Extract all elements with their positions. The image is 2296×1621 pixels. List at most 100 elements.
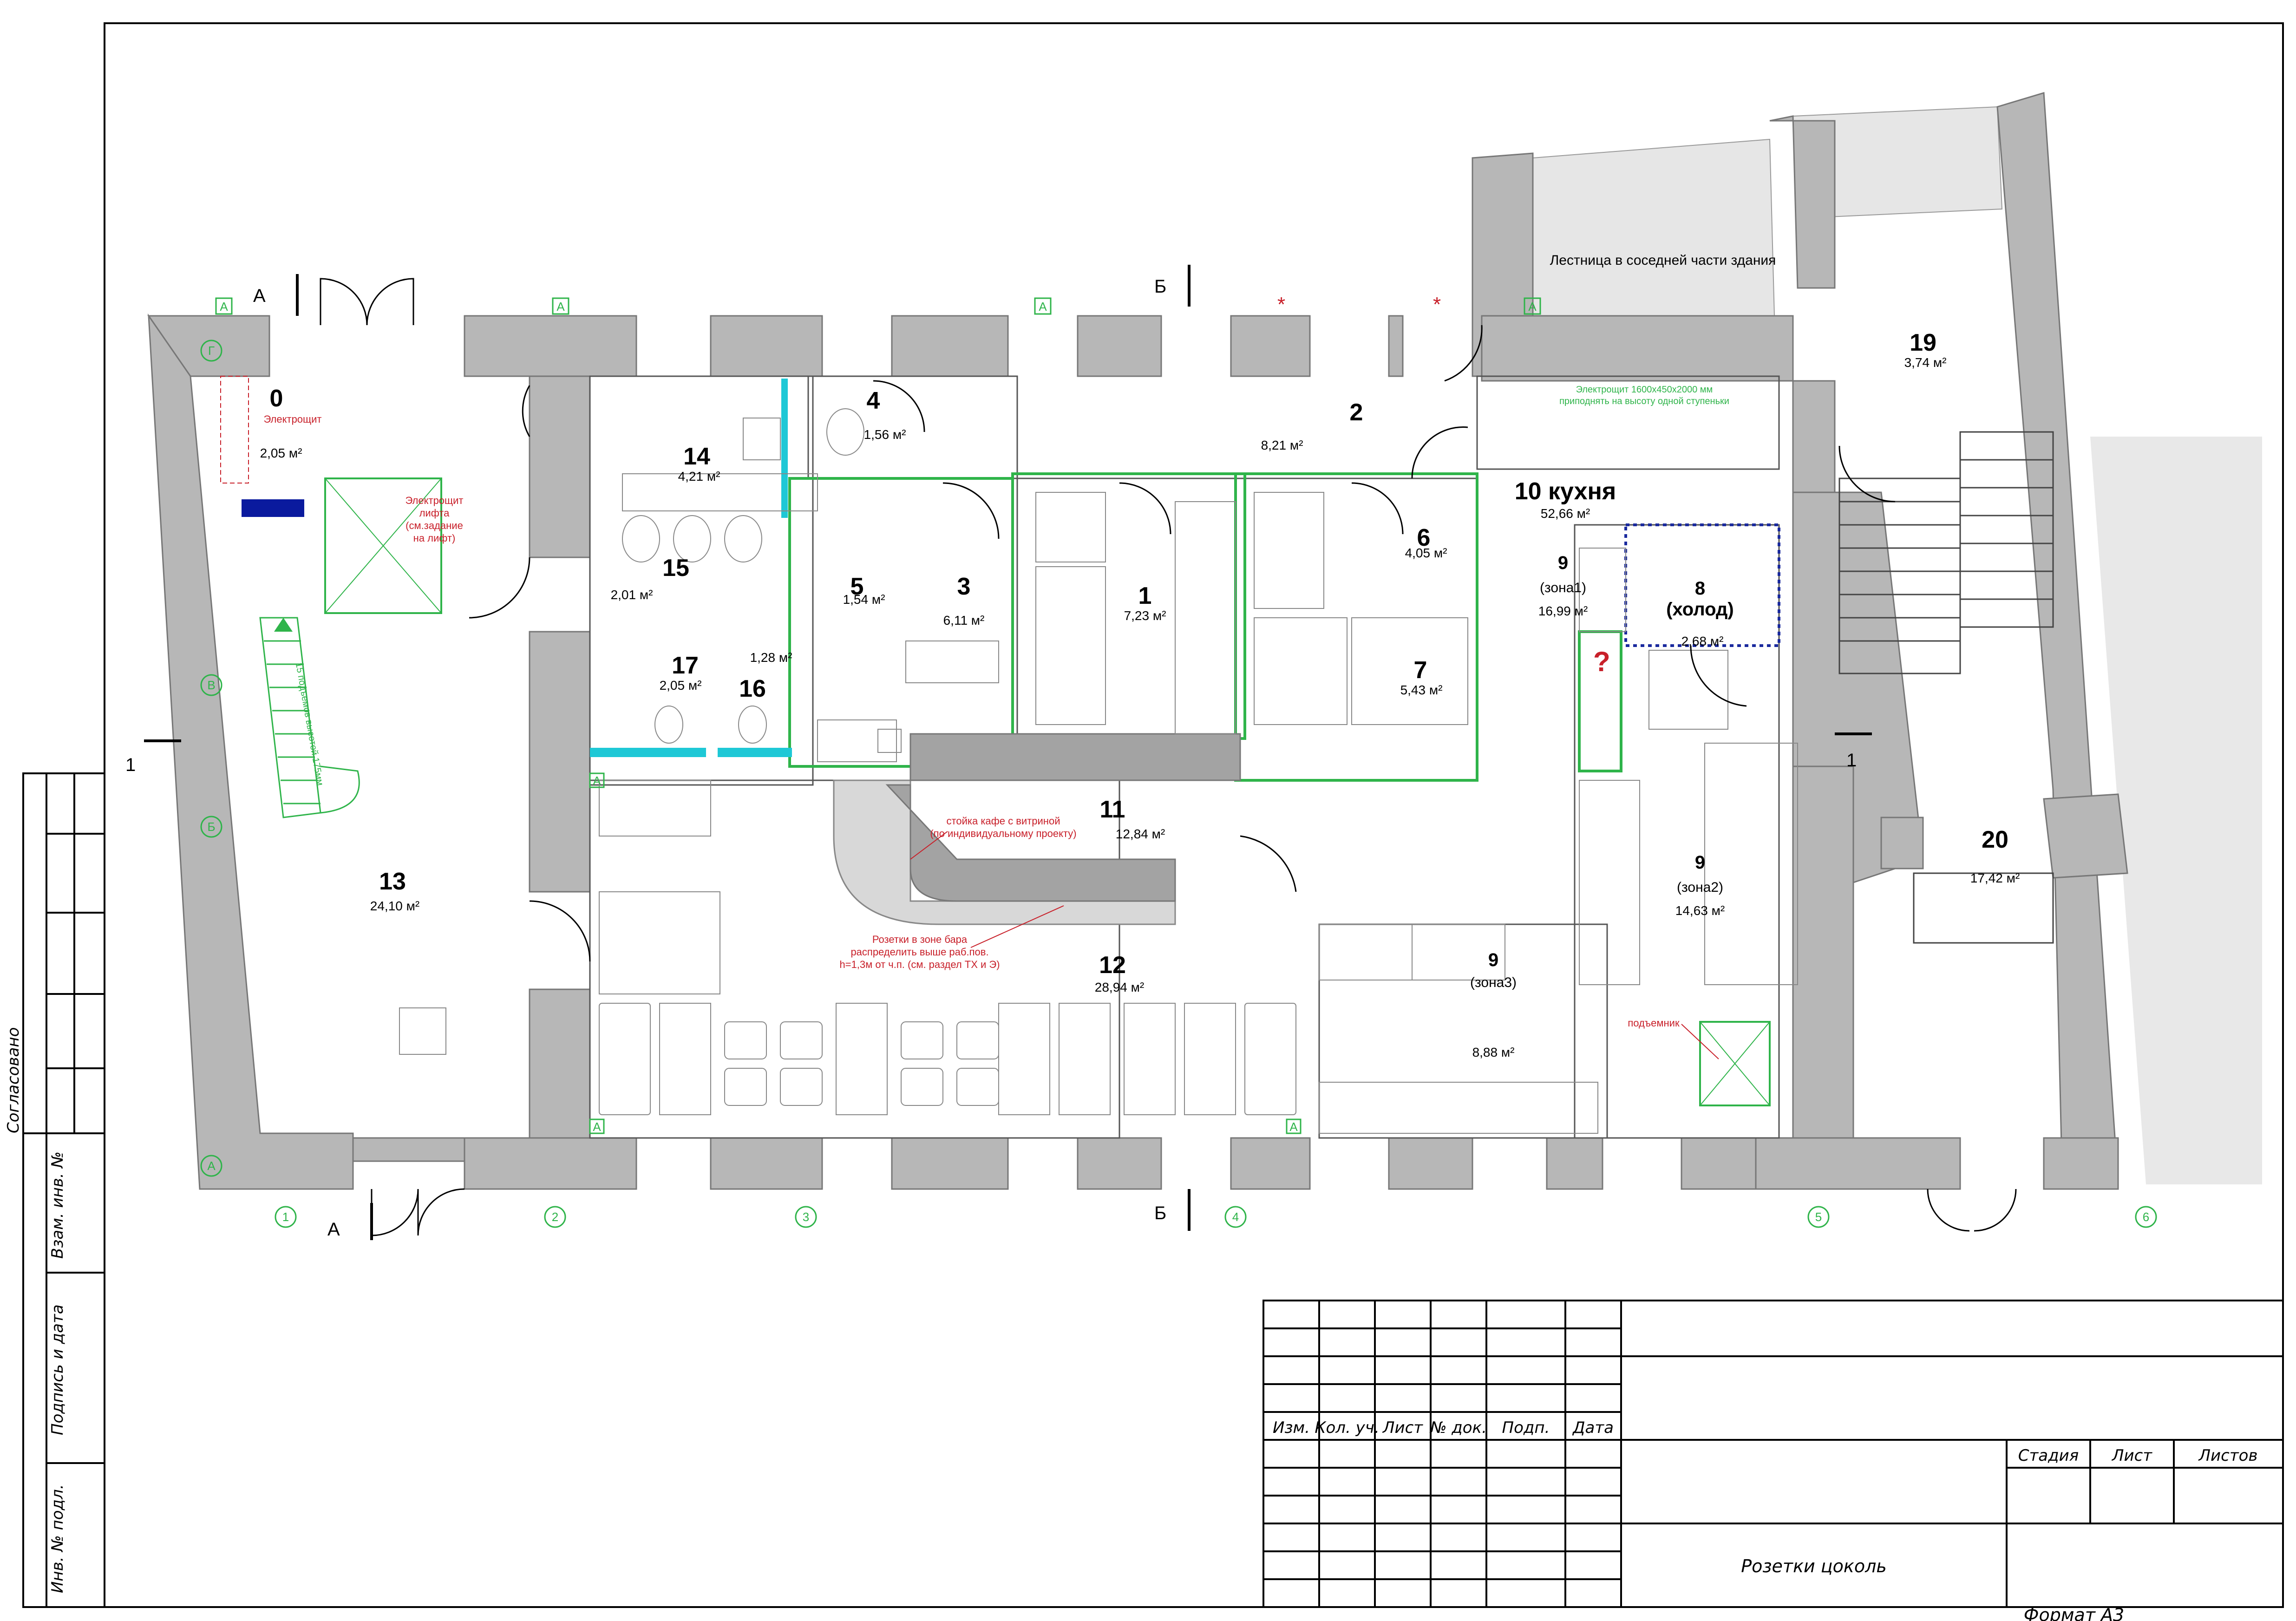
axis-number-labels: 1 2 3 4 5 6 — [282, 1210, 2149, 1224]
svg-text:A: A — [1289, 1120, 1298, 1134]
side-stamp-labels: Согласовано Взам. инв. № Подпись и дата … — [4, 1027, 67, 1593]
svg-text:28,94 м²: 28,94 м² — [1095, 980, 1144, 994]
svg-text:20: 20 — [1982, 826, 2008, 853]
svg-text:9: 9 — [1488, 950, 1498, 970]
drawing-title: Розетки цоколь — [1741, 1556, 1887, 1576]
green-partitions — [788, 472, 1622, 782]
svg-text:A: A — [1528, 300, 1537, 314]
side-stamp — [22, 772, 105, 1608]
svg-text:A: A — [593, 774, 601, 788]
svg-text:5: 5 — [1815, 1210, 1822, 1224]
svg-text:6: 6 — [2143, 1210, 2149, 1224]
svg-text:9: 9 — [1558, 553, 1568, 573]
stairs — [1838, 431, 2054, 944]
stars: * * — [1277, 293, 1441, 316]
svg-text:Г: Г — [208, 344, 215, 358]
svg-text:распределить выше раб.пов.: распределить выше раб.пов. — [850, 946, 988, 958]
svg-text:Б: Б — [1154, 276, 1166, 297]
panel-zone — [220, 376, 249, 484]
svg-text:0: 0 — [270, 385, 283, 412]
svg-text:2,05 м²: 2,05 м² — [660, 678, 702, 693]
svg-text:52,66 м²: 52,66 м² — [1541, 506, 1590, 521]
svg-text:Лист: Лист — [1382, 1418, 1423, 1437]
svg-text:19: 19 — [1910, 329, 1936, 356]
svg-text:6,11 м²: 6,11 м² — [943, 613, 985, 627]
svg-text:Лестница в соседней части здан: Лестница в соседней части здания — [1550, 253, 1776, 268]
svg-text:лифта: лифта — [419, 507, 450, 519]
svg-text:2,01 м²: 2,01 м² — [611, 588, 653, 602]
svg-text:Б: Б — [207, 820, 215, 834]
svg-text:№ док.: № док. — [1429, 1418, 1487, 1437]
svg-text:подъемник: подъемник — [1628, 1017, 1680, 1029]
svg-text:3: 3 — [957, 573, 971, 600]
svg-text:7: 7 — [1414, 657, 1427, 684]
adjacent-building — [2090, 437, 2262, 1184]
svg-text:14: 14 — [683, 443, 710, 470]
axis-numbers — [275, 1206, 2157, 1228]
lift-leader — [1681, 1024, 1719, 1059]
svg-text:(зона2): (зона2) — [1677, 880, 1723, 895]
kitchen-lift — [1699, 1021, 1771, 1106]
svg-text:А: А — [207, 1159, 216, 1173]
svg-text:(зона1): (зона1) — [1540, 580, 1586, 595]
svg-text:(см.задание: (см.задание — [406, 520, 463, 531]
svg-text:14,63 м²: 14,63 м² — [1675, 903, 1725, 918]
svg-text:5,43 м²: 5,43 м² — [1400, 683, 1443, 697]
svg-text:17: 17 — [672, 652, 699, 679]
svg-text:Инв. № подл.: Инв. № подл. — [48, 1484, 67, 1593]
svg-text:4: 4 — [1232, 1210, 1239, 1224]
electrical-panel — [242, 499, 304, 517]
lift-shaft — [324, 477, 442, 614]
svg-text:12,84 м²: 12,84 м² — [1116, 827, 1165, 841]
sheet-format: Формат А3 — [2024, 1605, 2124, 1621]
svg-text:8: 8 — [1695, 578, 1705, 599]
svg-text:3,74 м²: 3,74 м² — [1904, 355, 1947, 370]
svg-text:Розетки в зоне бара: Розетки в зоне бара — [872, 934, 968, 945]
svg-text:2: 2 — [552, 1210, 558, 1224]
svg-text:(холод): (холод) — [1666, 599, 1734, 620]
bar-counter — [833, 779, 1176, 925]
bar-counter-leader — [910, 831, 948, 860]
svg-text:В: В — [207, 678, 215, 692]
section-labels: А А Б Б 1 1 — [125, 276, 1857, 1240]
svg-text:приподнять на высоту одной сту: приподнять на высоту одной ступеньки — [1559, 396, 1729, 406]
svg-text:A: A — [556, 300, 565, 314]
svg-text:Изм.: Изм. — [1273, 1418, 1310, 1437]
svg-text:Электрощит: Электрощит — [263, 413, 321, 425]
kitchen-equipment — [817, 492, 1798, 1134]
title-block-headers: Изм. Кол. уч. Лист № док. Подп. Дата Ста… — [1273, 1418, 2258, 1465]
question-icon: ? — [1593, 646, 1610, 677]
axis-letters — [200, 340, 222, 1177]
title-block — [1262, 1300, 2284, 1608]
svg-text:15 подъемов высотой 175мм: 15 подъемов высотой 175мм — [294, 662, 325, 787]
room-labels: 0 Электрощит 2,05 м² 1 7,23 м² 2 8,21 м²… — [260, 329, 2020, 1059]
svg-text:17,42 м²: 17,42 м² — [1970, 871, 2020, 885]
svg-text:4,21 м²: 4,21 м² — [678, 469, 720, 484]
dining-tables — [399, 780, 1296, 1115]
svg-text:h=1,3м от ч.п. (см. раздел ТХ: h=1,3м от ч.п. (см. раздел ТХ и Э) — [839, 959, 1000, 970]
svg-text:*: * — [1433, 293, 1441, 316]
svg-text:2,05 м²: 2,05 м² — [260, 446, 302, 460]
outlet-markers: A A A A A A A — [215, 297, 1541, 1134]
svg-text:4: 4 — [867, 387, 880, 414]
svg-text:1: 1 — [282, 1210, 289, 1224]
svg-text:Кол. уч.: Кол. уч. — [1315, 1418, 1379, 1437]
svg-text:1: 1 — [125, 755, 136, 775]
svg-text:Подпись и дата: Подпись и дата — [48, 1304, 67, 1435]
svg-text:15: 15 — [662, 555, 689, 582]
svg-text:1: 1 — [1846, 750, 1857, 771]
svg-text:24,10 м²: 24,10 м² — [370, 899, 419, 913]
svg-text:Дата: Дата — [1572, 1418, 1614, 1437]
svg-text:Взам. инв. №: Взам. инв. № — [48, 1151, 67, 1259]
svg-text:*: * — [1277, 293, 1285, 316]
svg-text:8,21 м²: 8,21 м² — [1261, 438, 1303, 452]
svg-text:1,54 м²: 1,54 м² — [843, 592, 885, 607]
svg-text:10 кухня: 10 кухня — [1515, 478, 1616, 505]
svg-text:(по индивидуальному проекту): (по индивидуальному проекту) — [930, 828, 1076, 839]
svg-text:9: 9 — [1695, 852, 1705, 873]
sheet-frame — [104, 22, 2284, 1608]
svg-text:на лифт): на лифт) — [413, 532, 456, 544]
svg-text:стойка кафе с витриной: стойка кафе с витриной — [947, 815, 1060, 827]
svg-text:2: 2 — [1350, 399, 1363, 426]
